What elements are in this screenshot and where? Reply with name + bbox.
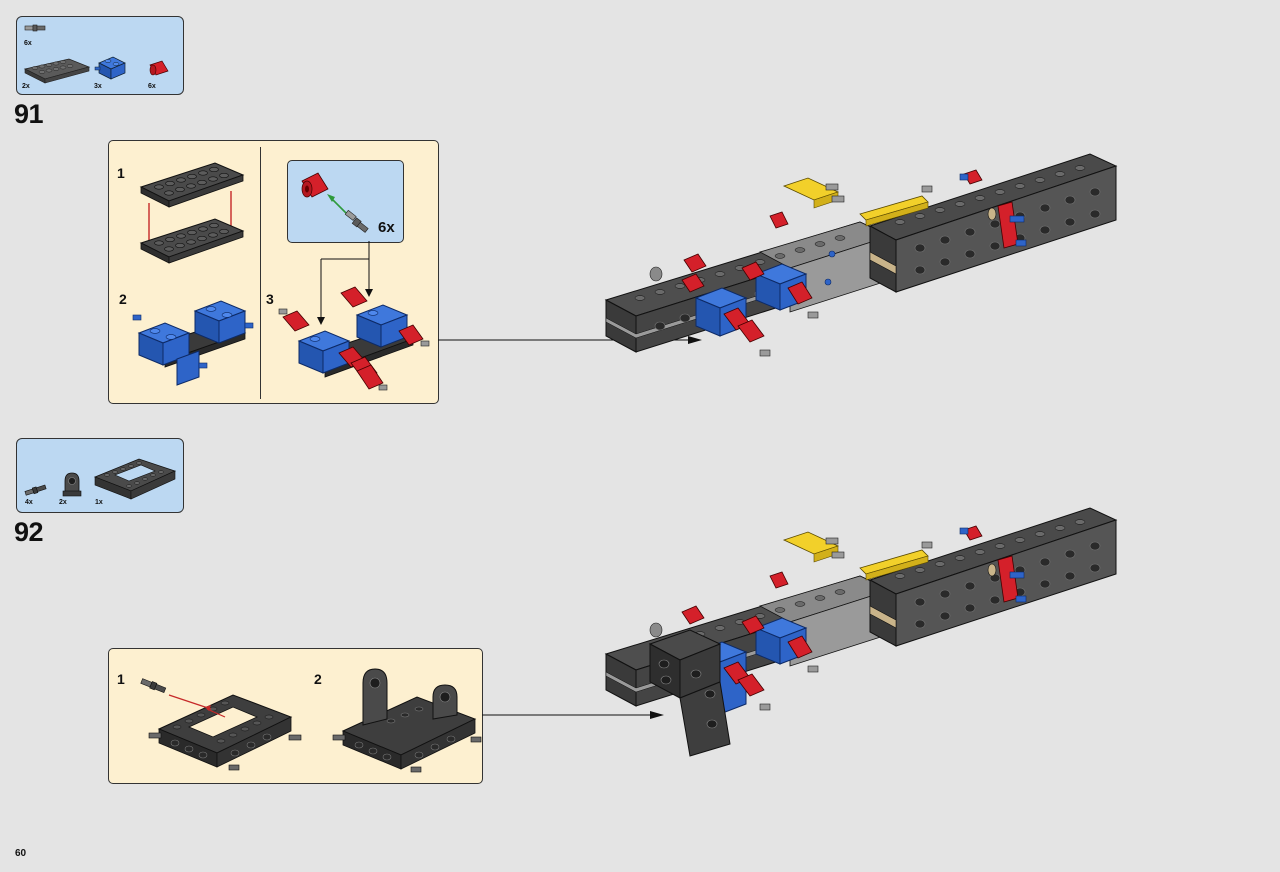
part-qty: 2x <box>22 83 30 90</box>
frame-with-bearings-illustration <box>332 668 482 773</box>
plate-2x6-icon <box>23 58 91 84</box>
sub-step-number: 2 <box>314 671 322 687</box>
sub-step-number: 3 <box>266 291 274 307</box>
blue-brick-icon <box>94 56 126 80</box>
sub-step-panel-step-92: 1 2 <box>108 648 483 784</box>
bush-pin-callout-illustration <box>301 172 369 233</box>
main-model-step-91 <box>604 153 1118 357</box>
bearing-element-icon <box>62 472 82 497</box>
axle-pin-dark-icon <box>24 484 47 496</box>
sub-step-number: 1 <box>117 165 125 181</box>
axle-pin-icon <box>24 24 46 32</box>
red-bush-icon <box>149 60 169 76</box>
divider <box>260 147 261 399</box>
sub-step-panel-step-91: 1 <box>108 140 439 404</box>
frame-4x6-icon <box>93 458 177 500</box>
blue-brick-assembly-illustration <box>132 300 254 386</box>
part-qty: 2x <box>59 499 67 506</box>
step-92-connector-arrow <box>482 711 664 719</box>
callout-subassembly: 6x <box>287 160 404 243</box>
callout-quantity: 6x <box>378 219 395 236</box>
main-model-step-92 <box>604 507 1118 757</box>
step-number: 92 <box>14 517 44 547</box>
part-qty: 1x <box>95 499 103 506</box>
step-number: 91 <box>14 99 44 129</box>
parts-list-step-92: 4x 2x 1x <box>16 438 184 513</box>
part-qty: 4x <box>25 499 33 506</box>
blue-red-assembly-illustration <box>278 286 430 391</box>
sub-step-number: 2 <box>119 291 127 307</box>
frame-with-pins-illustration <box>140 678 302 771</box>
sub-step-number: 1 <box>117 671 125 687</box>
parts-list-step-91: 6x 2x 3x 6x <box>16 16 184 95</box>
callout-arrow <box>317 241 373 325</box>
part-qty: 6x <box>24 40 32 47</box>
page-number: 60 <box>15 848 27 859</box>
plate-stack-illustration <box>139 162 245 264</box>
part-qty: 6x <box>148 83 156 90</box>
part-qty: 3x <box>94 83 102 90</box>
